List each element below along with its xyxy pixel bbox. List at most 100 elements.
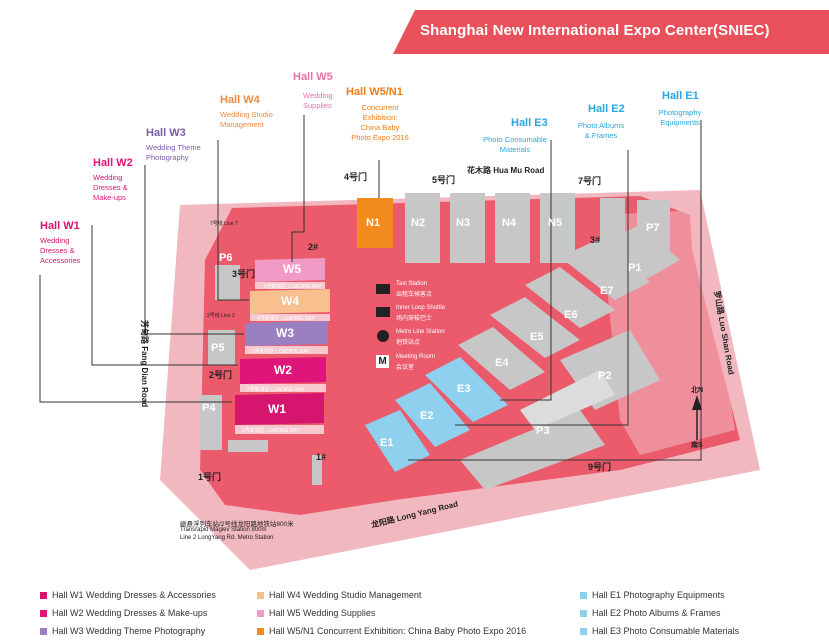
taxi-icon [376, 284, 390, 294]
hall-n3-label: N3 [456, 217, 471, 229]
legend-swatch [580, 609, 587, 617]
shuttle-icon [376, 307, 390, 317]
compass-south: 南S [691, 442, 703, 449]
hall-w4-shape[interactable] [250, 289, 330, 314]
hall-e1-label: E1 [380, 437, 394, 449]
legend-item: Hall E2 Photo Albums & Frames [580, 608, 721, 618]
meeting-room-icon: M [376, 355, 389, 368]
hall-e5-label: E5 [530, 331, 544, 343]
compass-arrow [692, 395, 702, 440]
taxi-label-cn: 出租车候客点 [396, 292, 433, 298]
legend-swatch [257, 627, 264, 635]
callout-w5-line: Wedding [303, 91, 333, 100]
gate-9: 9号门 [588, 462, 612, 472]
metro-line-2: 2号线 Line 2 [207, 313, 235, 319]
callout-w2-line: Wedding [93, 173, 123, 182]
maglev-note-en2: Line 2 LongYang Rd. Metro Station [180, 535, 274, 541]
callout-w3-line: Wedding Theme [146, 143, 201, 152]
legend-swatch [257, 591, 264, 599]
hall-e2-shape[interactable] [395, 383, 470, 447]
callout-w5-line: Supplies [303, 101, 332, 110]
callout-n1-line: Exhibition: [362, 113, 398, 122]
legend-label: Hall E1 Photography Equipments [592, 590, 725, 600]
legend-label: Hall W5/N1 Concurrent Exhibition: China … [269, 626, 527, 636]
metro-line-7: 7号线 Line 7 [210, 221, 238, 227]
legend-swatch [580, 591, 587, 599]
legend-label: Hall W5 Wedding Supplies [269, 608, 376, 618]
callout-w2-line: Make-ups [93, 193, 126, 202]
shuttle-label-cn: 场内穿梭巴士 [396, 316, 433, 322]
loading-bay-w1: 1号卸货区 LOADING BAY [242, 428, 300, 434]
metro-label-en: Metro Line Station [396, 329, 445, 335]
callout-w5-desc: Wedding Supplies [303, 91, 332, 111]
legend-swatch [40, 627, 47, 635]
callout-e1-desc: Photography Equipments [655, 108, 705, 128]
gate-1-post [312, 455, 322, 485]
hall-n1-shape[interactable] [357, 198, 393, 248]
loading-bay-w3: 3号卸货区 LOADING BAY [252, 349, 310, 355]
callout-e3-line: Materials [499, 145, 531, 154]
hall-n5-label: N5 [548, 217, 563, 229]
hall-p1-label: P1 [628, 262, 642, 274]
meeting-label-en: Meeting Room [396, 354, 436, 360]
gate-entrance-3: 3# [590, 235, 601, 245]
hall-e3-shape[interactable] [425, 357, 508, 422]
legend-label: Hall W3 Wedding Theme Photography [52, 626, 206, 636]
callout-w2-title: Hall W2 [93, 157, 133, 169]
callout-w1-line: Accessories [40, 256, 81, 265]
hall-w5-shape[interactable] [255, 258, 325, 282]
hall-w3-label: W3 [276, 326, 294, 340]
gate-4: 4号门 [344, 172, 368, 182]
legend-item: Hall E3 Photo Consumable Materials [580, 626, 739, 636]
callout-w4-line: Wedding Studio [220, 110, 273, 119]
legend-swatch [580, 627, 587, 635]
callout-n1-title: Hall W5/N1 [346, 86, 403, 98]
legend-item: Hall W1 Wedding Dresses & Accessories [40, 590, 216, 600]
hall-w3-shape[interactable] [245, 321, 328, 346]
legend-item: Hall W2 Wedding Dresses & Make-ups [40, 608, 207, 618]
compass-north: 北N [691, 387, 704, 394]
callout-e2-desc: Photo Albums & Frames [576, 121, 626, 141]
callout-w1-line: Dresses & [40, 246, 75, 255]
callout-w4-desc: Wedding Studio Management [220, 110, 273, 130]
callout-e1-line: Photography [658, 108, 702, 117]
gate-2: 2号门 [209, 370, 233, 380]
road-hua-mu: 花木路 Hua Mu Road [467, 166, 545, 175]
legend-item: Hall W4 Wedding Studio Management [257, 590, 421, 600]
hall-w2-shape[interactable] [240, 357, 326, 384]
legend-label: Hall W4 Wedding Studio Management [269, 590, 422, 600]
callout-e2-line: & Frames [584, 131, 618, 140]
callout-e3-title: Hall E3 [511, 117, 548, 129]
hall-e2-label: E2 [420, 410, 434, 422]
callout-e1-title: Hall E1 [662, 90, 699, 102]
hall-p3-label: P3 [536, 425, 550, 437]
hall-n1-label: N1 [366, 217, 381, 229]
hall-e4-label: E4 [495, 357, 509, 369]
hall-e3-label: E3 [457, 383, 471, 395]
callout-e1-line: Equipments [660, 118, 700, 127]
callout-w1-desc: Wedding Dresses & Accessories [40, 236, 80, 266]
callout-w2-desc: Wedding Dresses & Make-ups [93, 173, 128, 203]
gate-7: 7号门 [578, 176, 602, 186]
hall-e6-label: E6 [564, 309, 578, 321]
hall-e1-shape[interactable] [365, 410, 430, 472]
hall-n4-label: N4 [502, 217, 517, 229]
hall-w1-shape[interactable] [235, 393, 324, 425]
callout-e3-line: Photo Consumable [483, 135, 547, 144]
hall-e5-shape [490, 297, 580, 358]
west-loading-strips [235, 282, 330, 434]
meeting-label-cn: 会议室 [396, 365, 415, 371]
hall-p1-shape [598, 225, 680, 280]
loading-bay-w5: 5号卸货区 LOADING BAY [264, 284, 322, 290]
hall-e4-shape [458, 327, 545, 390]
callout-w2-line: Dresses & [93, 183, 128, 192]
callout-e2-line: Photo Albums [577, 121, 625, 130]
callout-w4-title: Hall W4 [220, 94, 260, 106]
legend-item: Hall W3 Wedding Theme Photography [40, 626, 205, 636]
callout-w1-line: Wedding [40, 236, 70, 245]
gate-3: 3号门 [232, 269, 256, 279]
legend-swatch [40, 609, 47, 617]
west-parking [200, 265, 240, 450]
east-fringe-shape [520, 370, 615, 430]
callout-e3-desc: Photo Consumable Materials [480, 135, 550, 155]
